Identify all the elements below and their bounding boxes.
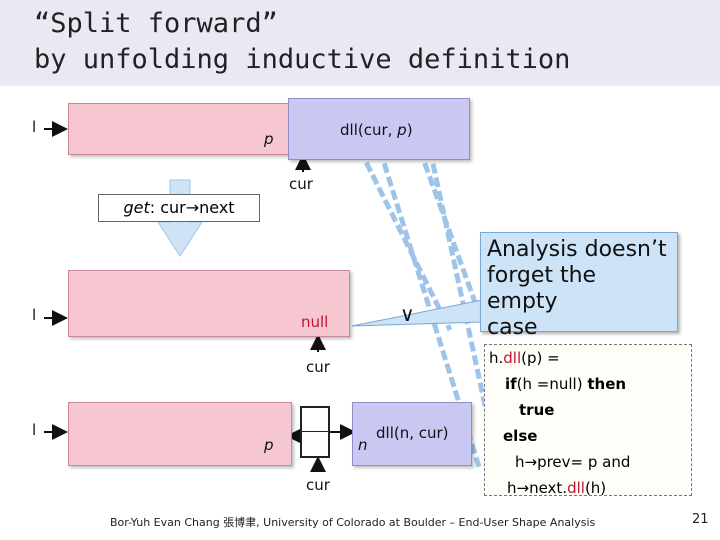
code-line-2: if(h =null) then	[505, 375, 627, 393]
code-line-5: h→prev= p and	[515, 453, 631, 471]
list-node-divider	[300, 406, 330, 432]
var-l-bottom: l	[32, 421, 37, 439]
cur-label-mid: cur	[306, 358, 330, 376]
page-number: 21	[692, 512, 709, 527]
split-line-4	[427, 149, 489, 411]
code-line-1: h.dll(p) =	[489, 349, 560, 367]
dll-cur-p-label: dll(cur, p)	[340, 121, 413, 139]
analysis-callout: Analysis doesn’t forget the empty case	[480, 232, 678, 340]
dll-definition-box: h.dll(p) = if(h =null) then true else h→…	[484, 344, 692, 497]
title-band	[0, 0, 720, 86]
footer-credit: Bor-Yuh Evan Chang 張博聿, University of Co…	[110, 516, 596, 529]
disjunction-symbol: ∨	[400, 302, 415, 326]
slide-title: “Split forward” by unfolding inductive d…	[34, 6, 570, 78]
callout-line-3: case	[487, 315, 538, 340]
code-line-6: h→next.dll(h)	[507, 479, 607, 497]
code-line-3: true	[519, 401, 555, 419]
cur-label-bottom: cur	[306, 476, 330, 494]
var-n-label: n	[358, 436, 368, 454]
callout-pointer	[351, 299, 483, 327]
var-l-mid: l	[32, 306, 37, 324]
null-label: null	[301, 313, 329, 331]
dll-n-cur-label: dll(n, cur)	[376, 424, 449, 442]
get-operation-box: get: cur→next	[98, 194, 260, 222]
var-p-bottom: p	[264, 436, 274, 454]
dll-segment-top	[288, 98, 470, 160]
heap-region-pink-top	[68, 103, 290, 155]
cur-label-top: cur	[289, 175, 313, 193]
split-line-1	[357, 148, 453, 332]
title-line-1: “Split forward”	[34, 8, 278, 39]
split-line-2	[417, 149, 488, 331]
var-p-top: p	[264, 130, 274, 148]
title-line-2: by unfolding inductive definition	[34, 44, 571, 75]
list-node	[300, 406, 330, 458]
var-l-top: l	[32, 118, 37, 136]
code-line-4: else	[503, 427, 538, 445]
heap-region-pink-bottom	[68, 402, 292, 466]
callout-line-1: Analysis doesn’t	[487, 237, 667, 262]
dll-segment-bottom	[352, 402, 472, 466]
heap-region-pink-mid	[68, 270, 350, 337]
callout-line-2: forget the empty	[487, 263, 597, 314]
